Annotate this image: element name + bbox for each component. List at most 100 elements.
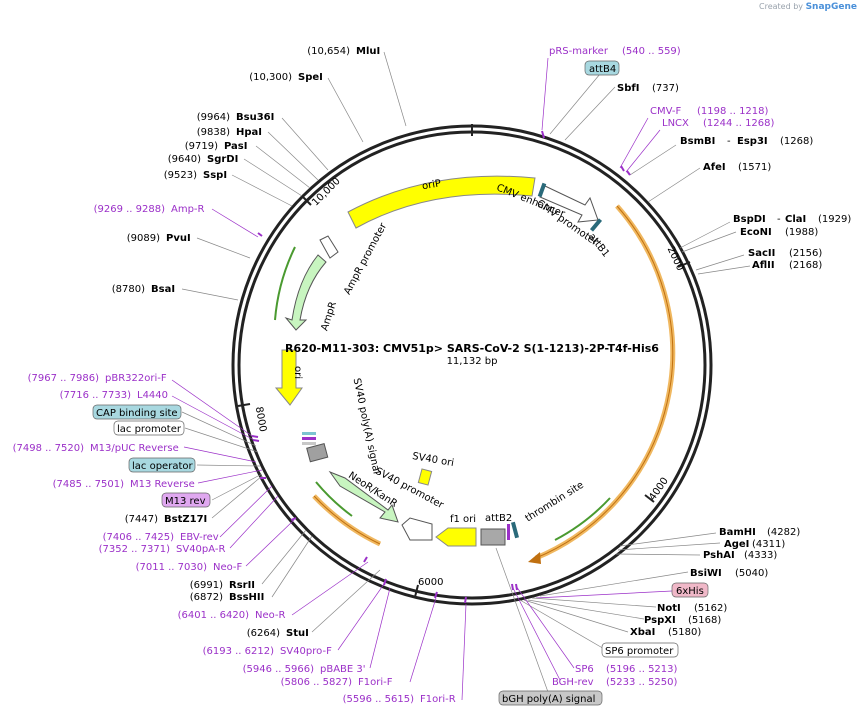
label-f1ori-r: F1ori-R xyxy=(420,694,456,705)
top-labels: (10,654) MluI (10,300) SpeI (9964) Bsu36… xyxy=(164,46,380,181)
label-f1ori-f: F1ori-F xyxy=(358,677,393,688)
label-sv40pro-f-pos: (6193 .. 6212) xyxy=(203,646,275,657)
label-sbfi: SbfI xyxy=(617,83,639,94)
label-ebv-rev: EBV-rev xyxy=(180,532,219,543)
feature-sv40-polya-label: SV40 poly(A) signal xyxy=(351,377,382,475)
label-ebv-rev-pos: (7406 .. 7425) xyxy=(103,532,175,543)
label-rsrii-pos: (6991) xyxy=(190,580,223,591)
label-pspxi-pos: (5168) xyxy=(688,615,721,626)
label-neo-f: Neo-F xyxy=(213,562,243,573)
label-bamhi-pos: (4282) xyxy=(767,527,800,538)
label-bsshii: BssHII xyxy=(229,592,264,603)
label-m13-reverse: M13 Reverse xyxy=(130,479,195,490)
snapgene-logo: SnapGene xyxy=(805,2,857,12)
label-pbr322ori: pBR322ori-F xyxy=(105,373,167,384)
created-by-text: Created by xyxy=(759,2,804,11)
label-lncx-pos: (1244 .. 1268) xyxy=(703,118,775,129)
label-bsai-pos: (8780) xyxy=(112,284,145,295)
right-leader-lines xyxy=(495,57,751,693)
tick-2000 xyxy=(677,261,691,268)
label-esp3i: Esp3I xyxy=(737,136,768,147)
label-sv40pro-f: SV40pro-F xyxy=(280,646,332,657)
label-sp6-pos: (5196 .. 5213) xyxy=(606,664,678,675)
label-sv40pa-r-pos: (7352 .. 7371) xyxy=(99,544,171,555)
spike-cds-arc-line xyxy=(535,205,674,559)
feature-ampr xyxy=(284,254,327,331)
label-bsai: BsaI xyxy=(151,284,175,295)
label-sacii: SacII xyxy=(748,248,775,259)
label-pshai-pos: (4333) xyxy=(744,550,777,561)
label-econi: EcoNI xyxy=(740,227,772,238)
label-pvui: PvuI xyxy=(166,233,191,244)
label-bamhi: BamHI xyxy=(719,527,756,538)
feature-cap-site-box xyxy=(302,437,316,440)
box-6xhis xyxy=(671,582,709,598)
label-m13-puc-reverse: M13/pUC Reverse xyxy=(90,443,179,454)
label-mlui-pos: (10,654) xyxy=(307,46,350,57)
box-cap-binding-site xyxy=(92,404,182,420)
label-bsu36i: Bsu36I xyxy=(236,112,274,123)
label-clai: ClaI xyxy=(785,214,806,225)
label-f1ori-f-pos: (5806 .. 5827) xyxy=(281,677,353,688)
feature-oriP-label: oriP xyxy=(421,178,442,192)
label-prs-marker-pos: (540 .. 559) xyxy=(622,46,681,57)
label-bsmbi: BsmBI xyxy=(680,136,715,147)
label-aflii: AflII xyxy=(752,260,775,271)
label-bgh-polya: bGH poly(A) signal xyxy=(502,694,595,705)
label-xbai: XbaI xyxy=(630,627,655,638)
label-econi-pos: (1988) xyxy=(785,227,818,238)
label-cap-binding-site: CAP binding site xyxy=(96,408,178,419)
label-pvui-pos: (9089) xyxy=(127,233,160,244)
created-by-credit: Created by SnapGene xyxy=(759,2,857,12)
label-sspi: SspI xyxy=(203,170,227,181)
label-pasi: PasI xyxy=(224,141,247,152)
feature-cmv-promoter xyxy=(539,185,599,223)
label-noti: NotI xyxy=(657,603,681,614)
label-neo-r: Neo-R xyxy=(255,610,286,621)
label-pbr322ori-pos: (7967 .. 7986) xyxy=(28,373,100,384)
label-aflii-pos: (2168) xyxy=(789,260,822,271)
label-attb4: attB4 xyxy=(589,64,616,75)
feature-attB2-marker xyxy=(510,521,520,539)
label-pbabe3: pBABE 3' xyxy=(320,664,366,675)
label-agei-pos: (4311) xyxy=(752,539,785,550)
label-sp6: SP6 xyxy=(575,664,594,675)
green-arc-neo xyxy=(315,481,353,517)
label-amp-r: Amp-R xyxy=(171,204,205,215)
label-hpai: HpaI xyxy=(236,127,262,138)
label-bstz17i: BstZ17I xyxy=(164,514,207,525)
label-rsrii: RsrII xyxy=(229,580,255,591)
green-arc-thrombin xyxy=(554,497,611,541)
neo-cds-arc-line xyxy=(313,495,381,545)
label-bsiwi-pos: (5040) xyxy=(735,568,768,579)
label-bsshii-pos: (6872) xyxy=(190,592,223,603)
ring-site-markers xyxy=(251,130,631,604)
spike-cds-arrowhead xyxy=(528,552,541,564)
label-sp6-promoter: SP6 promoter xyxy=(605,646,674,657)
label-lac-operator: lac operator xyxy=(132,461,193,472)
label-afei: AfeI xyxy=(703,162,726,173)
label-cmv-f: CMV-F xyxy=(650,106,681,117)
label-m13-puc-reverse-pos: (7498 .. 7520) xyxy=(13,443,85,454)
label-sspi-pos: (9523) xyxy=(164,170,197,181)
label-noti-pos: (5162) xyxy=(694,603,727,614)
tick-10000 xyxy=(301,195,312,206)
feature-sv40-promoter xyxy=(401,517,433,541)
label-mlui: MluI xyxy=(356,46,380,57)
left-leader-lines xyxy=(171,208,467,701)
label-xbai-pos: (5180) xyxy=(668,627,701,638)
label-neo-f-pos: (7011 .. 7030) xyxy=(136,562,208,573)
label-pasi-pos: (9719) xyxy=(185,141,218,152)
label-bspdi: BspDI xyxy=(733,214,766,225)
tick-4000 xyxy=(644,494,655,503)
label-lac-promoter: lac promoter xyxy=(117,424,182,435)
feature-lac-operator-box xyxy=(302,432,316,435)
label-bstz17i-pos: (7447) xyxy=(125,514,158,525)
label-pspxi: PspXI xyxy=(644,615,676,626)
label-neo-r-pos: (6401 .. 6420) xyxy=(178,610,250,621)
feature-attB1-marker xyxy=(589,218,603,232)
box-m13-rev xyxy=(161,492,211,508)
box-lac-promoter xyxy=(113,420,185,436)
label-sgrdi: SgrDI xyxy=(207,154,238,165)
